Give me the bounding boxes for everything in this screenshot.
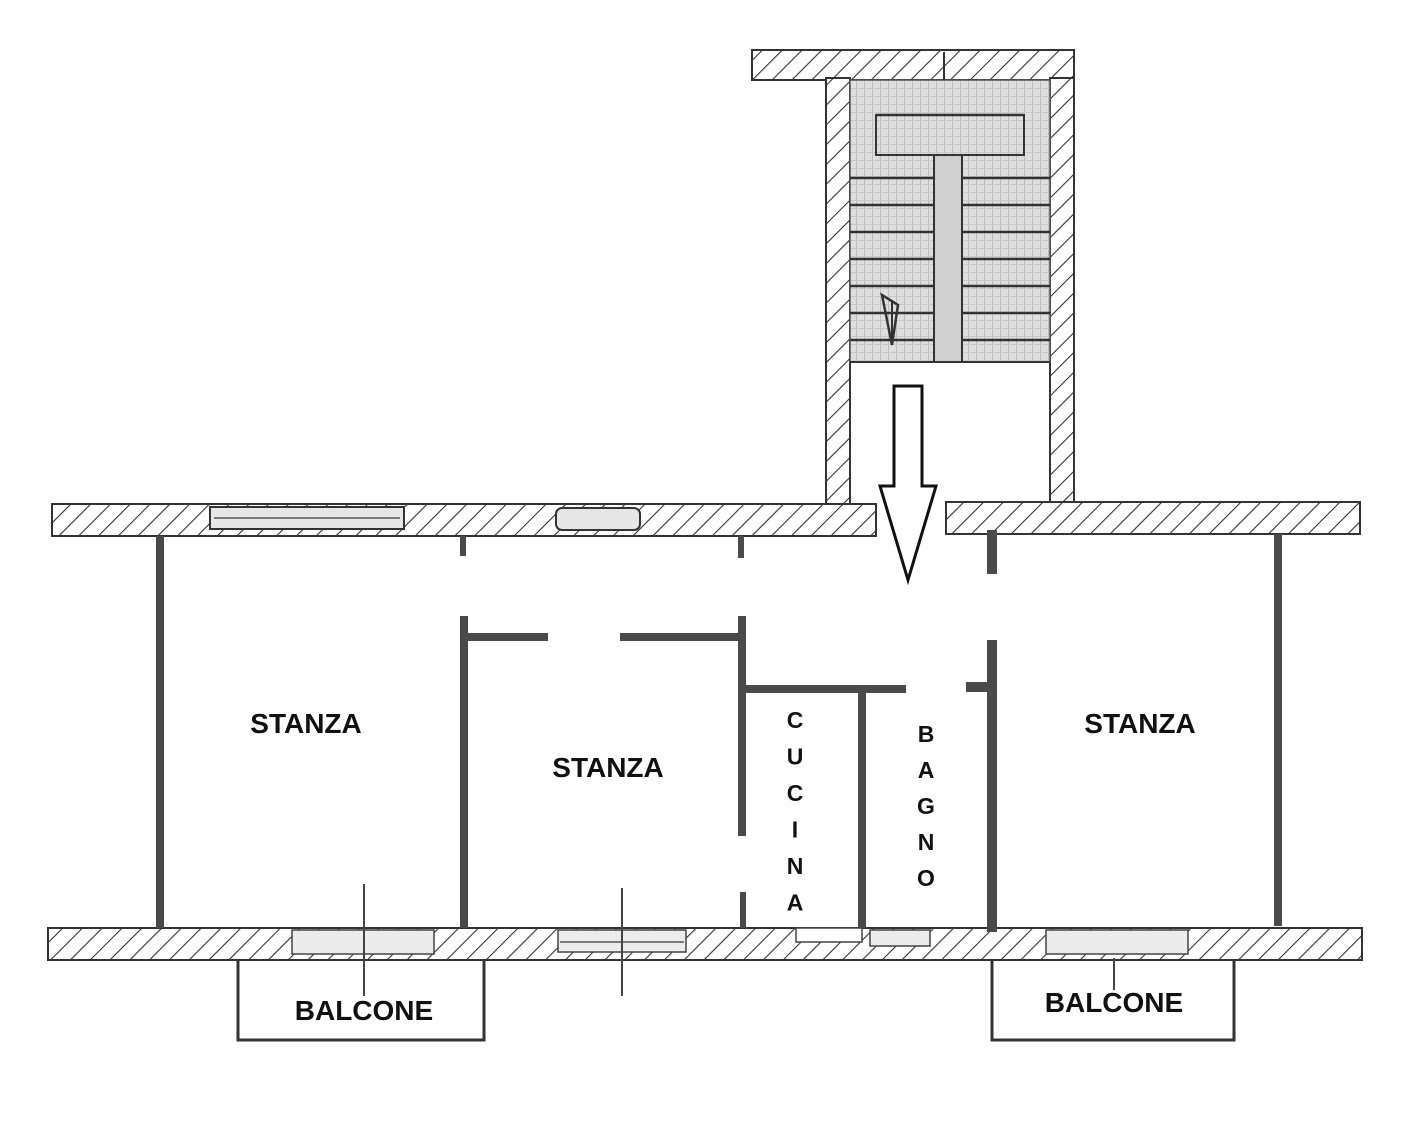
room-label-stanza-left: STANZA: [250, 708, 361, 739]
stairwell-top-wall: [751, 49, 1075, 81]
window-bagno: [869, 929, 931, 947]
stair-direction-arrow: [880, 292, 900, 346]
down-arrow-icon: [877, 384, 939, 586]
stair-center-well: [933, 154, 963, 363]
door-balcone-right: [1045, 929, 1189, 955]
balcony-left: [236, 884, 486, 1042]
room-label-stanza-center: STANZA: [552, 752, 663, 783]
stair-upper-landing: [875, 114, 1025, 156]
room-label-stanza-right: STANZA: [1084, 708, 1195, 739]
stairwell-right-wall: [1049, 77, 1075, 507]
interior-walls: [156, 530, 1282, 932]
stairwell: [751, 49, 1075, 507]
balcony-right: [990, 958, 1236, 1042]
window-upper-center: [555, 507, 641, 531]
room-label-balcone-left: BALCONE: [295, 995, 433, 1026]
stairwell-left-wall: [825, 77, 851, 507]
lower-wall: [47, 927, 1363, 961]
room-label-balcone-right: BALCONE: [1045, 987, 1183, 1018]
window-cucina: [795, 927, 863, 943]
upper-wall: [51, 501, 1361, 537]
